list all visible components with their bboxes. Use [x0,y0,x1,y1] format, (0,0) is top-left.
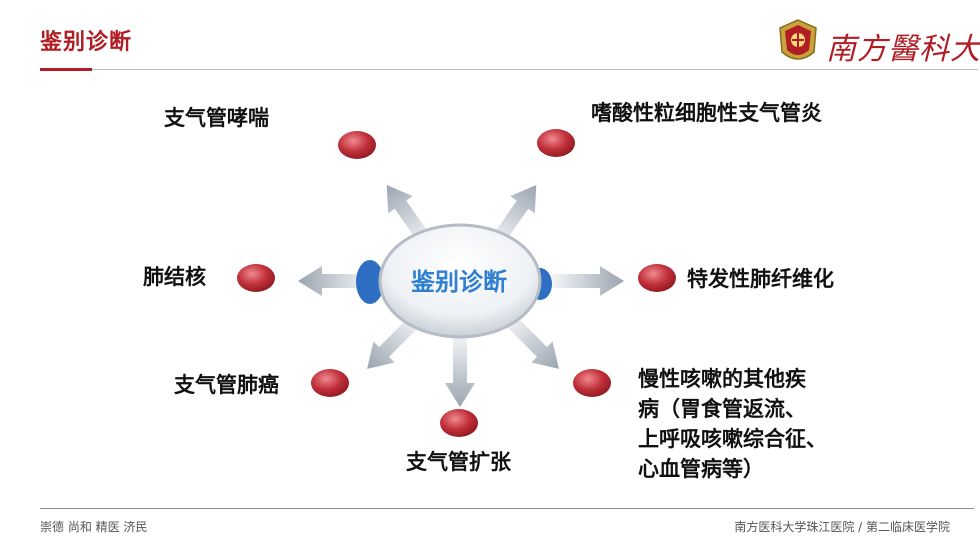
footer-divider [40,508,974,509]
node-eosinophilic [537,129,575,157]
university-logo-text: 南方醫科大學 [826,32,980,67]
title-underline [40,68,92,71]
label-eosinophilic-bronchitis: 嗜酸性粒细胞性支气管炎 [591,101,822,125]
footer-institution: 南方医科大学珠江医院 / 第二临床医学院 [734,520,950,534]
label-tuberculosis: 肺结核 [143,265,206,289]
center-left-lobe [356,260,384,304]
label-other-line-3: 上呼吸咳嗽综合征、 [638,427,827,451]
center-node [378,223,542,339]
footer-motto: 崇德 尚和 精医 济民 [40,520,148,534]
label-idiopathic-pulmonary-fibrosis: 特发性肺纤维化 [687,267,834,291]
university-emblem-icon [779,19,817,60]
node-bronchiectasis [440,409,478,437]
node-asthma [338,131,376,159]
node-tb [237,264,275,292]
label-other-diseases: 慢性咳嗽的其他疾 病（胃食管返流、 上呼吸咳嗽综合征、 心血管病等） [638,364,827,484]
page-title: 鉴别诊断 [40,30,133,55]
node-other [573,369,611,397]
node-lung-cancer [311,369,349,397]
label-other-line-4: 心血管病等） [638,457,764,481]
header-divider [92,69,978,70]
label-other-line-1: 慢性咳嗽的其他疾 [638,367,806,391]
label-bronchiectasis: 支气管扩张 [406,450,511,474]
center-label: 鉴别诊断 [411,268,507,296]
label-lung-cancer: 支气管肺癌 [174,373,279,397]
node-ipf [638,264,676,292]
label-other-line-2: 病（胃食管返流、 [638,397,806,421]
arrow-to-bronchiectasis [445,335,475,407]
arrow-to-ipf [552,266,624,296]
label-asthma: 支气管哮喘 [164,106,269,130]
university-logo: 南方醫科大學 [776,18,980,68]
